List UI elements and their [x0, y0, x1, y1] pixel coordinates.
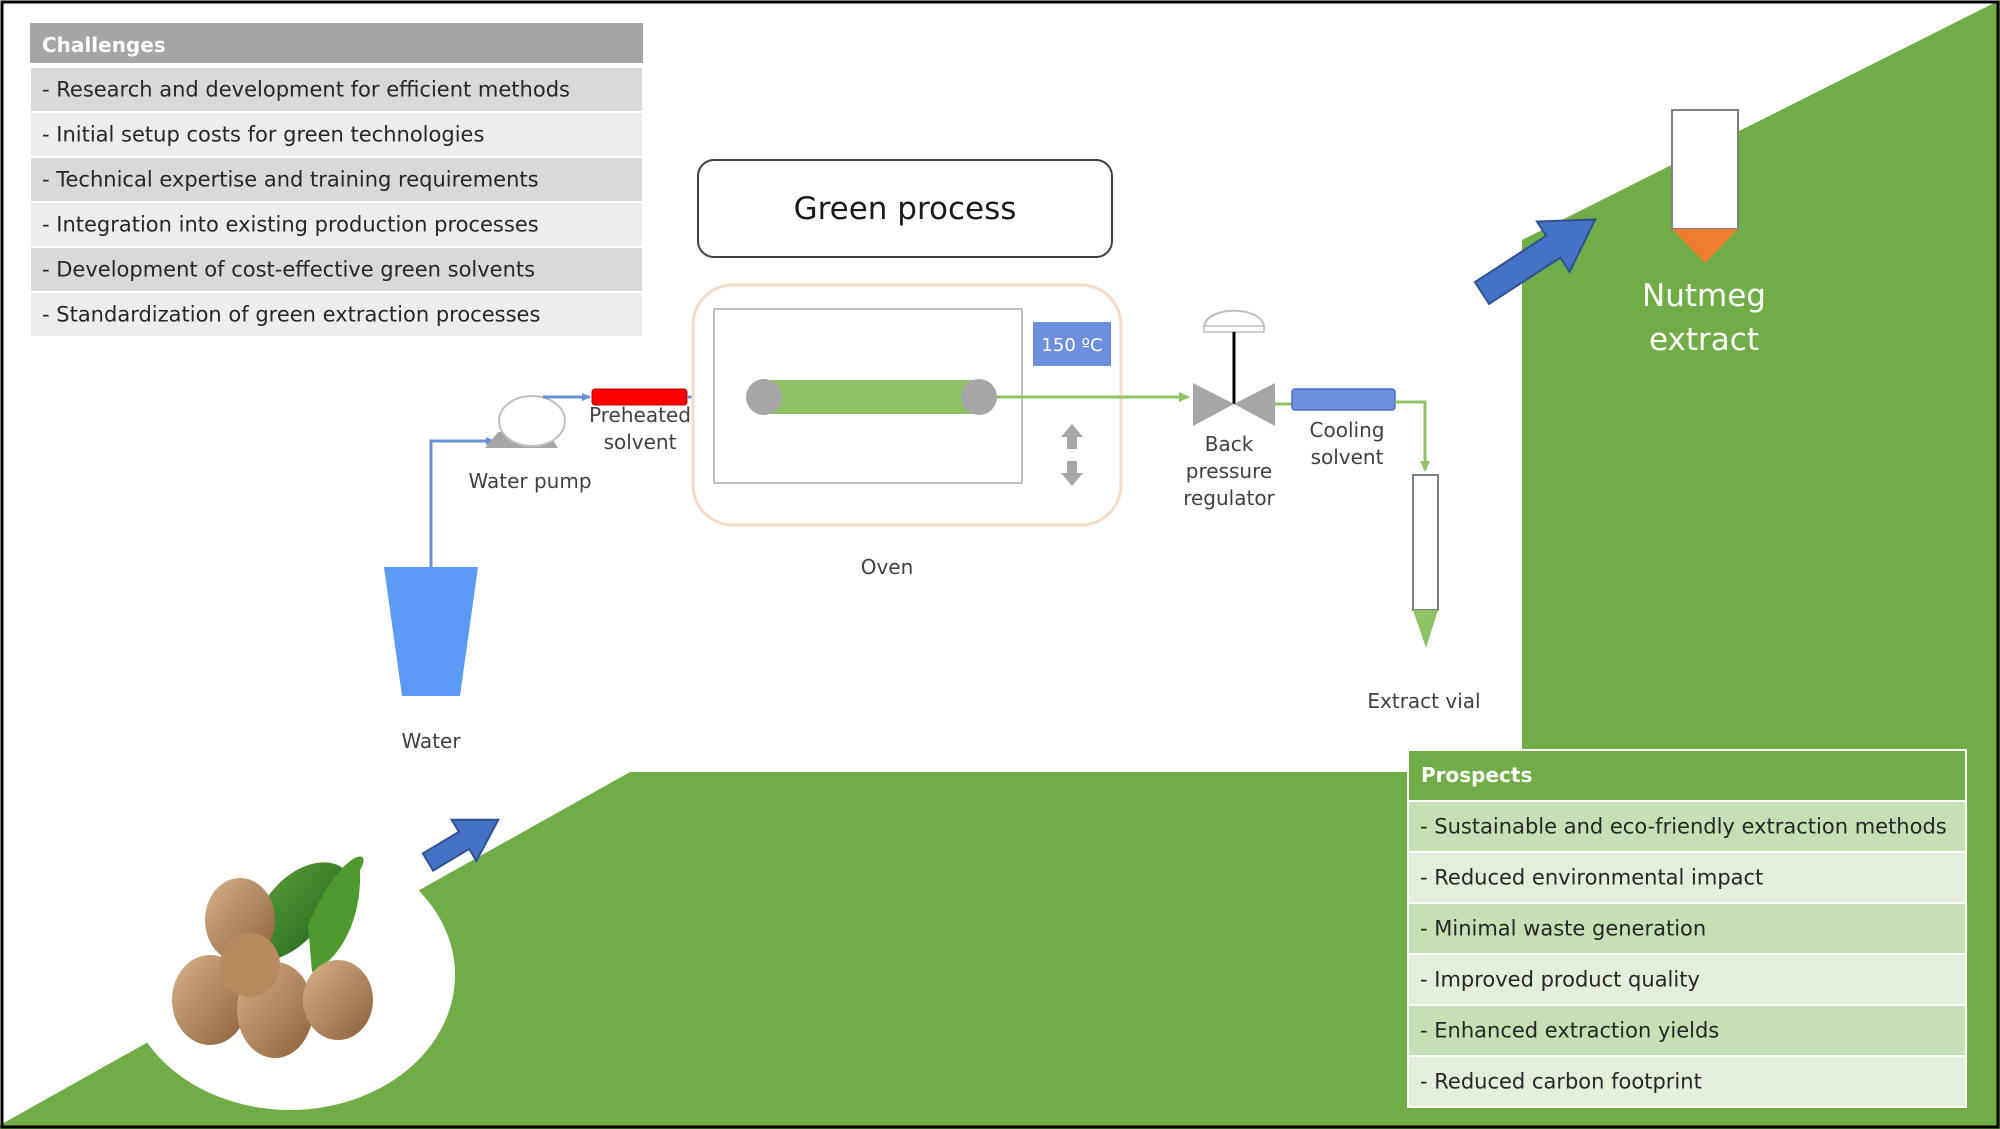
- up-down-arrows-icon: [1061, 424, 1083, 486]
- challenges-title: Challenges: [42, 33, 166, 57]
- cooler-outlet-line: [1395, 400, 1430, 472]
- back-pressure-regulator: [1193, 309, 1275, 426]
- label-extract-vial: Extract vial: [1367, 689, 1480, 713]
- prospects-item: - Reduced environmental impact: [1420, 866, 1763, 890]
- label-bpr-3: regulator: [1183, 486, 1275, 510]
- challenges-item: - Initial setup costs for green technolo…: [42, 123, 484, 147]
- challenges-row-bg: [29, 246, 644, 293]
- prospects-table: Prospects - Sustainable and eco-friendly…: [1407, 749, 1967, 1108]
- label-preheated-2: solvent: [604, 430, 677, 454]
- label-preheated-1: Preheated: [589, 403, 691, 427]
- challenges-item: - Integration into existing production p…: [42, 213, 539, 237]
- challenges-item: - Technical expertise and training requi…: [42, 168, 539, 192]
- water-line: [429, 437, 495, 567]
- temperature-display: [1033, 322, 1111, 366]
- label-water: Water: [401, 729, 461, 753]
- leaf-left: [262, 862, 345, 960]
- prospects-row-bg: [1407, 851, 1967, 904]
- challenges-item: - Research and development for efficient…: [42, 78, 570, 102]
- extract-vial: [1412, 474, 1439, 648]
- prospects-item: - Minimal waste generation: [1420, 917, 1706, 941]
- prospects-item: - Enhanced extraction yields: [1420, 1019, 1719, 1043]
- oven: 150 ºC: [691, 283, 1123, 527]
- blue-arrow-lower: [421, 818, 500, 872]
- prospects-row-bg: [1407, 1004, 1967, 1057]
- cooling-coil: [1291, 388, 1396, 411]
- challenges-row-bg: [29, 111, 644, 158]
- temperature-value: 150 ºC: [1041, 335, 1102, 356]
- prospects-item: - Improved product quality: [1420, 968, 1700, 992]
- leaf-right: [308, 856, 364, 972]
- water-container: [384, 567, 478, 696]
- label-bpr-2: pressure: [1186, 459, 1272, 483]
- blue-arrow-upper: [1473, 218, 1597, 306]
- label-water-pump: Water pump: [468, 469, 591, 493]
- label-cooling-1: Cooling: [1310, 418, 1385, 442]
- nutmeg-extract-vial: [1671, 109, 1739, 263]
- challenges-item: - Standardization of green extraction pr…: [42, 303, 540, 327]
- label-bpr-1: Back: [1205, 432, 1254, 456]
- prospects-row-bg: [1407, 1055, 1967, 1108]
- nutmeg-extract-label-1: Nutmeg: [1642, 278, 1766, 314]
- extraction-column: [764, 380, 979, 414]
- label-cooling-2: solvent: [1311, 445, 1384, 469]
- challenges-row-bg: [29, 201, 644, 248]
- nutmeg-image: [125, 840, 455, 1110]
- water-pump: [485, 395, 566, 448]
- label-oven: Oven: [861, 555, 914, 579]
- challenges-row-bg: [29, 156, 644, 203]
- challenges-table: Challenges - Research and development fo…: [29, 23, 644, 338]
- challenges-item: - Development of cost-effective green so…: [42, 258, 535, 282]
- prospects-item: - Sustainable and eco-friendly extractio…: [1420, 815, 1947, 839]
- green-process-title-box: Green process: [697, 159, 1113, 258]
- prospects-row-bg: [1407, 800, 1967, 853]
- nutmeg-extract-label-2: extract: [1649, 322, 1759, 358]
- green-process-title: Green process: [794, 191, 1017, 227]
- challenges-row-bg: [29, 66, 644, 113]
- prospects-item: - Reduced carbon footprint: [1420, 1070, 1702, 1094]
- prospects-title: Prospects: [1421, 763, 1532, 787]
- challenges-row-bg: [29, 291, 644, 338]
